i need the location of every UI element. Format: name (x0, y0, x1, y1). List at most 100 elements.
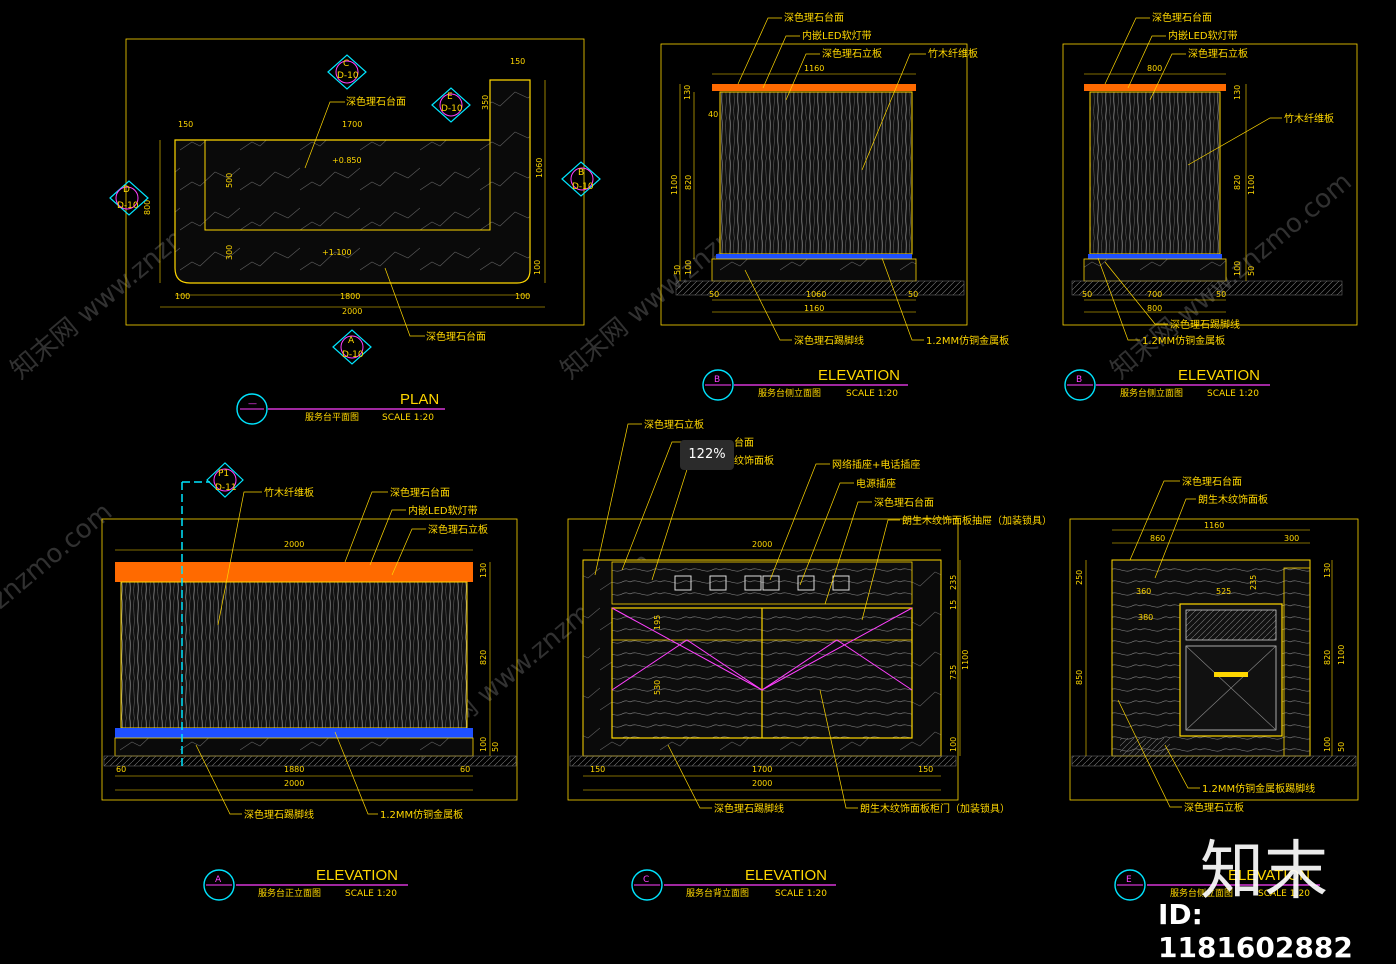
svg-text:ELEVATION: ELEVATION (1228, 867, 1310, 884)
svg-text:深色理石立板: 深色理石立板 (822, 47, 882, 60)
svg-text:B: B (1076, 375, 1082, 385)
svg-text:SCALE 1:20: SCALE 1:20 (1207, 389, 1259, 399)
level-mark: +1.100 (322, 248, 352, 257)
svg-text:SCALE 1:20: SCALE 1:20 (1258, 889, 1310, 899)
svg-text:820: 820 (684, 175, 693, 190)
detail-marker-p1[interactable]: P1 D-11 (206, 462, 244, 498)
plan-frame (125, 38, 585, 326)
svg-text:D-10: D-10 (441, 104, 463, 114)
svg-text:1100: 1100 (1337, 645, 1346, 665)
section-marker-b[interactable]: B D-10 (561, 161, 601, 197)
svg-text:深色理石台面: 深色理石台面 (390, 486, 450, 499)
plan-label: 深色理石台面 (426, 330, 486, 343)
svg-text:D-10: D-10 (337, 71, 359, 81)
svg-text:深色理石踢脚线: 深色理石踢脚线 (244, 808, 314, 821)
svg-text:100: 100 (684, 260, 693, 275)
svg-text:D-11: D-11 (215, 483, 237, 493)
dim: 100 (175, 292, 190, 301)
svg-text:195: 195 (653, 615, 662, 630)
dim: 500 (225, 173, 234, 188)
svg-text:朗生木纹饰面板: 朗生木纹饰面板 (1198, 493, 1268, 506)
svg-text:朗生木纹饰面板柜门（加装锁具）: 朗生木纹饰面板柜门（加装锁具） (860, 802, 1010, 815)
section-marker-c[interactable]: C D-10 (327, 54, 367, 90)
svg-text:150: 150 (590, 765, 605, 774)
svg-text:1100: 1100 (1247, 175, 1256, 195)
svg-text:1160: 1160 (1204, 521, 1224, 530)
svg-text:50: 50 (1337, 742, 1346, 752)
svg-text:1160: 1160 (804, 64, 824, 73)
svg-text:300: 300 (1284, 534, 1299, 543)
svg-text:60: 60 (116, 765, 126, 774)
svg-text:电源插座: 电源插座 (856, 477, 896, 490)
svg-text:380: 380 (1138, 613, 1153, 622)
svg-text:50: 50 (1247, 266, 1256, 276)
dim: 2000 (342, 307, 362, 316)
svg-text:150: 150 (918, 765, 933, 774)
svg-text:深色理石台面: 深色理石台面 (1182, 475, 1242, 488)
svg-text:服务台侧立面图: 服务台侧立面图 (1170, 887, 1233, 899)
svg-text:50: 50 (1216, 290, 1226, 299)
svg-text:—: — (248, 399, 257, 409)
svg-text:深色理石立板: 深色理石立板 (644, 418, 704, 431)
svg-text:1100: 1100 (670, 175, 679, 195)
svg-text:服务台正立面图: 服务台正立面图 (258, 887, 321, 899)
elevation-b-view-1: 1160 130 40 1100 820 100 50 50 1060 50 1… (660, 11, 1009, 401)
svg-text:深色理石立板: 深色理石立板 (1188, 47, 1248, 60)
svg-text:内嵌LED软灯带: 内嵌LED软灯带 (1168, 29, 1238, 42)
svg-text:800: 800 (1147, 304, 1162, 313)
svg-text:内嵌LED软灯带: 内嵌LED软灯带 (408, 504, 478, 517)
svg-text:P1: P1 (218, 469, 229, 479)
elevation-b-view-2: 800 130 820 1100 100 50 50 700 800 50 深色… (1062, 11, 1358, 401)
dim: 150 (510, 57, 525, 66)
svg-text:服务台平面图: 服务台平面图 (305, 411, 359, 423)
svg-text:50: 50 (908, 290, 918, 299)
svg-text:ELEVATION: ELEVATION (818, 367, 900, 384)
section-marker-d[interactable]: D D-10 (109, 180, 149, 216)
dim: 1060 (535, 158, 544, 178)
svg-text:235: 235 (1249, 575, 1258, 590)
svg-text:SCALE 1:20: SCALE 1:20 (846, 389, 898, 399)
svg-text:2000: 2000 (752, 779, 772, 788)
svg-text:130: 130 (1233, 85, 1242, 100)
svg-text:ELEVATION: ELEVATION (745, 867, 827, 884)
dim: 800 (143, 200, 152, 215)
svg-text:850: 850 (1075, 670, 1084, 685)
section-marker-a[interactable]: A D-10 (332, 329, 372, 365)
svg-text:B: B (578, 168, 584, 178)
svg-text:朗生木纹饰面板抽屉（加装锁具）: 朗生木纹饰面板抽屉（加装锁具） (902, 514, 1052, 527)
elevation-e-view: 1160 860 300 250 850 130 820 1100 100 50… (1069, 475, 1359, 901)
svg-text:B: B (714, 375, 720, 385)
svg-text:15: 15 (949, 600, 958, 610)
svg-text:D-10: D-10 (342, 350, 364, 360)
svg-text:深色理石踢脚线: 深色理石踢脚线 (1170, 318, 1240, 331)
svg-text:2000: 2000 (284, 779, 304, 788)
elevation-b-title-1: B ELEVATION 服务台侧立面图 SCALE 1:20 (702, 367, 908, 401)
svg-text:1160: 1160 (804, 304, 824, 313)
svg-text:100: 100 (479, 737, 488, 752)
svg-text:860: 860 (1150, 534, 1165, 543)
svg-text:820: 820 (479, 650, 488, 665)
svg-text:深色理石踢脚线: 深色理石踢脚线 (714, 802, 784, 815)
elevation-c-title: C ELEVATION 服务台背立面图 SCALE 1:20 (631, 867, 836, 901)
elevation-a-title: A ELEVATION 服务台正立面图 SCALE 1:20 (203, 867, 408, 901)
svg-text:C: C (643, 875, 649, 885)
plan-title-block: — PLAN 服务台平面图 SCALE 1:20 (236, 391, 445, 425)
svg-text:100: 100 (949, 737, 958, 752)
svg-text:C: C (343, 59, 349, 69)
bamboo-fiber-panel (719, 91, 913, 255)
plan-view: 150 1700 150 500 300 350 1060 800 100 10… (109, 38, 601, 425)
svg-text:360: 360 (1136, 587, 1151, 596)
svg-text:深色理石踢脚线: 深色理石踢脚线 (794, 334, 864, 347)
dim: 350 (481, 95, 490, 110)
dim: 100 (533, 260, 542, 275)
svg-text:1100: 1100 (961, 650, 970, 670)
svg-text:820: 820 (1323, 650, 1332, 665)
section-marker-e[interactable]: E D-10 (431, 87, 471, 123)
dim: 1700 (342, 120, 362, 129)
svg-text:纹饰面板: 纹饰面板 (734, 454, 774, 467)
svg-text:130: 130 (683, 85, 692, 100)
zoom-level-badge: 122% (680, 440, 734, 470)
countertop-edge (712, 84, 916, 91)
svg-text:D-10: D-10 (572, 182, 594, 192)
plan-inner-line (204, 140, 491, 231)
